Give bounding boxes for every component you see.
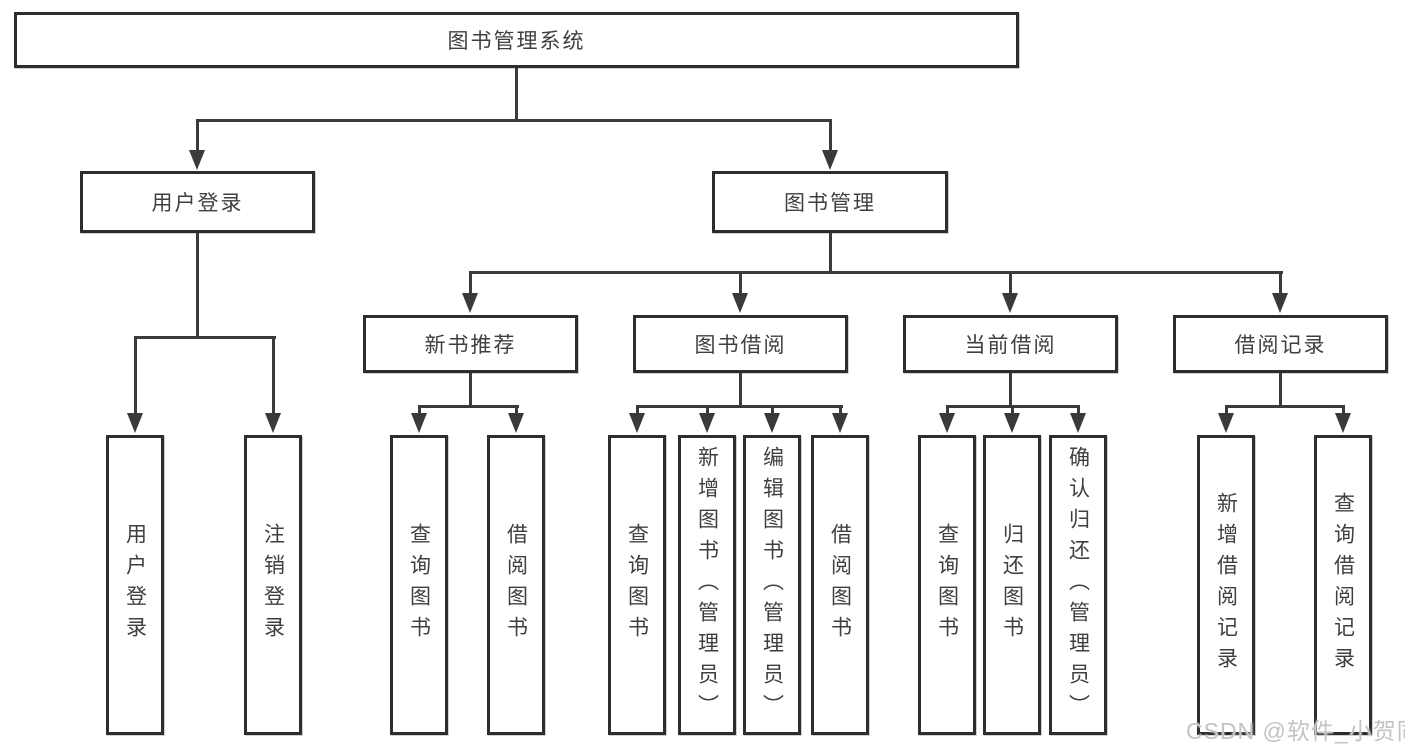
node-book-borrowing: 图书借阅 — [633, 315, 848, 373]
connector-vline — [829, 119, 832, 152]
connector-hline — [134, 336, 276, 339]
leaf-query-books-current: 查询图书 — [918, 435, 976, 735]
leaf-add-books-admin: 新增图书（管理员） — [678, 435, 736, 735]
leaf-borrow-books-borrow: 借阅图书 — [811, 435, 869, 735]
connector-vline — [706, 405, 709, 415]
connector-vline — [196, 233, 199, 338]
connector-vline — [1077, 405, 1080, 415]
connector-vline — [1342, 405, 1345, 415]
leaf-query-books-current-label: 查询图书 — [935, 523, 959, 647]
leaf-add-books-admin-label: 新增图书（管理员） — [695, 445, 719, 725]
arrowhead-down — [1002, 293, 1018, 313]
arrowhead-down — [1004, 413, 1020, 433]
connector-vline — [418, 405, 421, 415]
connector-vline — [829, 233, 832, 273]
arrowhead-down — [1218, 413, 1234, 433]
connector-vline — [739, 373, 742, 407]
arrowhead-down — [189, 150, 205, 170]
connector-vline — [1011, 405, 1014, 415]
leaf-add-borrow-record-label: 新增借阅记录 — [1214, 492, 1238, 678]
connector-vline — [636, 405, 639, 415]
connector-vline — [771, 405, 774, 415]
connector-vline — [515, 405, 518, 415]
arrowhead-down — [764, 413, 780, 433]
connector-vline — [469, 373, 472, 407]
leaf-borrow-books-newrec-label: 借阅图书 — [504, 523, 528, 647]
node-current-borrowing: 当前借阅 — [903, 315, 1118, 373]
node-library-management-system: 图书管理系统 — [14, 12, 1019, 68]
connector-hline — [1225, 405, 1345, 408]
leaf-query-books-borrow: 查询图书 — [608, 435, 666, 735]
leaf-query-books-newrec-label: 查询图书 — [407, 523, 431, 647]
leaf-confirm-return-admin: 确认归还（管理员） — [1049, 435, 1107, 735]
arrowhead-down — [939, 413, 955, 433]
arrowhead-down — [508, 413, 524, 433]
leaf-add-borrow-record: 新增借阅记录 — [1197, 435, 1255, 735]
connector-vline — [515, 68, 518, 121]
leaf-user-login: 用户登录 — [106, 435, 164, 735]
connector-vline — [739, 271, 742, 295]
arrowhead-down — [699, 413, 715, 433]
leaf-query-borrow-record-label: 查询借阅记录 — [1331, 492, 1355, 678]
arrowhead-down — [832, 413, 848, 433]
leaf-logout-login: 注销登录 — [244, 435, 302, 735]
leaf-borrow-books-borrow-label: 借阅图书 — [828, 523, 852, 647]
connector-vline — [839, 405, 842, 415]
arrowhead-down — [732, 293, 748, 313]
connector-vline — [134, 336, 137, 415]
leaf-query-borrow-record: 查询借阅记录 — [1314, 435, 1372, 735]
connector-vline — [1009, 373, 1012, 407]
connector-vline — [946, 405, 949, 415]
node-user-login: 用户登录 — [80, 171, 315, 233]
connector-hline — [636, 405, 843, 408]
connector-hline — [418, 405, 519, 408]
arrowhead-down — [1335, 413, 1351, 433]
connector-vline — [272, 336, 275, 415]
node-new-book-recommendation: 新书推荐 — [363, 315, 578, 373]
watermark: CSDN @软件_小贺同学 — [1186, 718, 1405, 744]
leaf-user-login-label: 用户登录 — [123, 523, 147, 647]
leaf-borrow-books-newrec: 借阅图书 — [487, 435, 545, 735]
leaf-return-books-label: 归还图书 — [1000, 523, 1024, 647]
leaf-logout-login-label: 注销登录 — [261, 523, 285, 647]
connector-vline — [1225, 405, 1228, 415]
connector-vline — [1279, 373, 1282, 407]
connector-vline — [196, 119, 199, 152]
connector-hline — [196, 119, 832, 122]
arrowhead-down — [265, 413, 281, 433]
leaf-edit-books-admin: 编辑图书（管理员） — [743, 435, 801, 735]
arrowhead-down — [1272, 293, 1288, 313]
leaf-query-books-borrow-label: 查询图书 — [625, 523, 649, 647]
connector-vline — [1279, 271, 1282, 295]
node-book-management: 图书管理 — [712, 171, 948, 233]
arrowhead-down — [127, 413, 143, 433]
connector-vline — [469, 271, 472, 295]
leaf-return-books: 归还图书 — [983, 435, 1041, 735]
arrowhead-down — [1070, 413, 1086, 433]
leaf-query-books-newrec: 查询图书 — [390, 435, 448, 735]
connector-vline — [1009, 271, 1012, 295]
node-borrowing-records: 借阅记录 — [1173, 315, 1388, 373]
arrowhead-down — [462, 293, 478, 313]
leaf-edit-books-admin-label: 编辑图书（管理员） — [760, 445, 784, 725]
leaf-confirm-return-admin-label: 确认归还（管理员） — [1066, 445, 1090, 725]
arrowhead-down — [411, 413, 427, 433]
arrowhead-down — [629, 413, 645, 433]
arrowhead-down — [822, 150, 838, 170]
connector-hline — [469, 271, 1283, 274]
